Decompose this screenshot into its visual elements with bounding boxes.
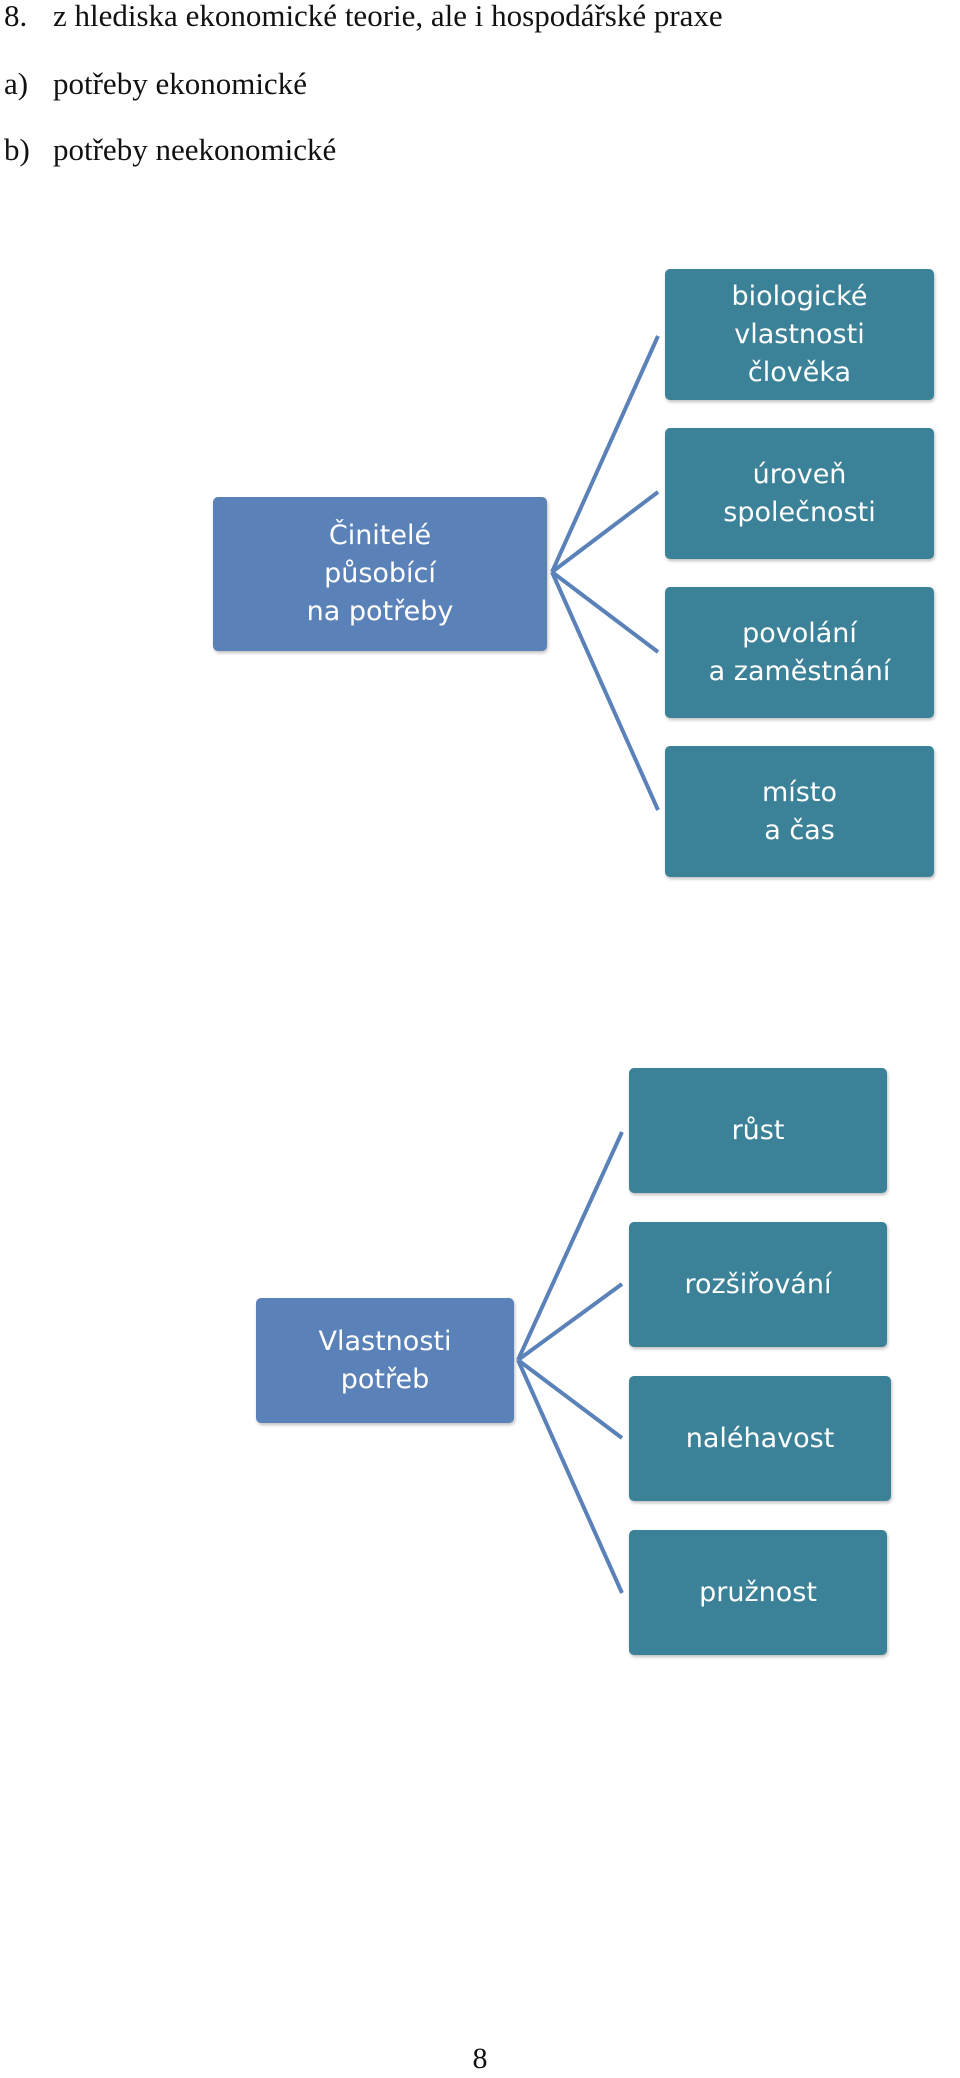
- diagram-root-box: Vlastnosti potřeb: [256, 1298, 514, 1423]
- item-text: potřeby neekonomické: [53, 132, 337, 167]
- diagram-child-box: naléhavost: [629, 1376, 891, 1501]
- diagram-connectors: [516, 1131, 624, 1594]
- connector-line: [516, 1282, 624, 1362]
- connector-line: [550, 335, 660, 573]
- connector-line: [550, 571, 660, 811]
- item-letter: a): [4, 66, 29, 101]
- item-number: 8.: [4, 0, 28, 33]
- diagram-child-box: růst: [629, 1068, 887, 1193]
- diagram-root-box: Činitelé působící na potřeby: [213, 497, 547, 651]
- diagram-child-box: povolání a zaměstnání: [665, 587, 934, 718]
- connector-line: [550, 490, 660, 574]
- factors-diagram: Činitelé působící na potřeby biologické …: [0, 260, 960, 890]
- diagram-child-box: úroveň společnosti: [665, 428, 934, 559]
- connector-line: [516, 1131, 624, 1361]
- diagram-child-box: rozšiřování: [629, 1222, 887, 1347]
- connector-line: [550, 570, 660, 654]
- diagram-child-box: biologické vlastnosti člověka: [665, 269, 934, 400]
- item-text: z hlediska ekonomické teorie, ale i hosp…: [53, 0, 723, 33]
- diagram-connectors: [550, 335, 660, 811]
- item-letter: b): [4, 132, 30, 167]
- properties-diagram: Vlastnosti potřeb růst rozšiřování naléh…: [0, 1060, 960, 1670]
- page-number: 8: [472, 2042, 488, 2075]
- diagram-child-box: místo a čas: [665, 746, 934, 877]
- item-text: potřeby ekonomické: [53, 66, 307, 101]
- connector-line: [516, 1358, 624, 1440]
- diagram-child-box: pružnost: [629, 1530, 887, 1655]
- connector-line: [516, 1359, 624, 1594]
